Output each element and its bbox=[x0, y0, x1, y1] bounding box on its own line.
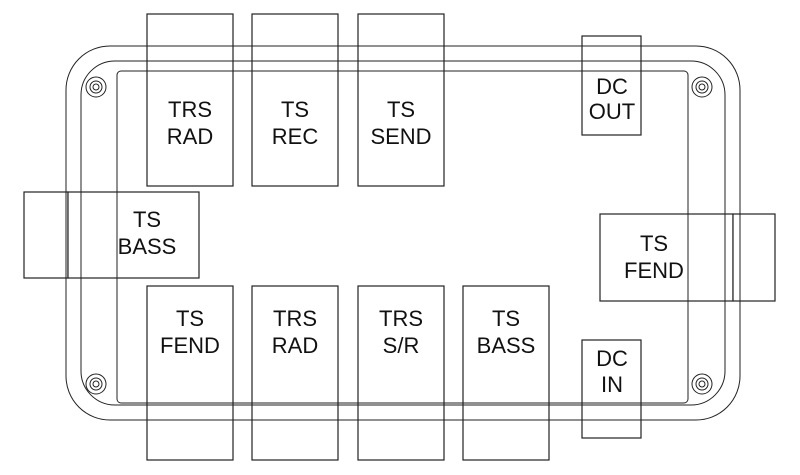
jack-bottom-ts-fend-line1: TS bbox=[176, 306, 204, 331]
jack-bottom-trs-rad-line1: TRS bbox=[273, 306, 317, 331]
jack-right-ts-fend: TS FEND bbox=[599, 213, 776, 302]
jack-bottom-trs-rad: TRS RAD bbox=[251, 285, 339, 461]
screw-top-left bbox=[85, 76, 107, 98]
jack-left-ts-bass: TS BASS bbox=[23, 191, 200, 279]
jack-bottom-ts-bass-line1: TS bbox=[492, 306, 520, 331]
jack-right-ts-fend-line2: FEND bbox=[624, 258, 684, 283]
jack-bottom-ts-bass-line2: BASS bbox=[477, 333, 536, 358]
jack-bottom-trs-sr-line1: TRS bbox=[379, 306, 423, 331]
jack-top-trs-rad: TRS RAD bbox=[146, 13, 234, 187]
screw-bottom-left bbox=[85, 373, 107, 395]
jack-bottom-trs-sr-line2: S/R bbox=[383, 333, 420, 358]
jack-bottom-trs-sr: TRS S/R bbox=[357, 285, 445, 461]
jack-dc-in: DC IN bbox=[581, 339, 642, 439]
screw-bottom-right bbox=[691, 373, 713, 395]
jack-top-ts-send: TS SEND bbox=[357, 13, 445, 187]
jack-left-ts-bass-line2: BASS bbox=[118, 234, 177, 259]
jack-bottom-ts-fend: TS FEND bbox=[146, 285, 234, 461]
jack-top-ts-rec: TS REC bbox=[251, 13, 339, 187]
jack-right-ts-fend-line1: TS bbox=[640, 231, 668, 256]
jack-top-trs-rad-line2: RAD bbox=[167, 124, 213, 149]
jack-top-trs-rad-line1: TRS bbox=[168, 97, 212, 122]
screw-top-right bbox=[691, 76, 713, 98]
jack-dc-in-line2: IN bbox=[601, 372, 623, 397]
jack-bottom-ts-fend-line2: FEND bbox=[160, 333, 220, 358]
jack-top-ts-rec-line1: TS bbox=[281, 97, 309, 122]
jack-top-ts-send-line1: TS bbox=[387, 97, 415, 122]
jack-top-ts-send-line2: SEND bbox=[370, 124, 431, 149]
jack-dc-out-line1: DC bbox=[596, 74, 628, 99]
jack-bottom-trs-rad-line2: RAD bbox=[272, 333, 318, 358]
jack-dc-in-line1: DC bbox=[596, 346, 628, 371]
jack-top-ts-rec-line2: REC bbox=[272, 124, 319, 149]
jack-left-ts-bass-line1: TS bbox=[133, 207, 161, 232]
jack-dc-out-line2: OUT bbox=[589, 99, 635, 124]
jack-bottom-ts-bass: TS BASS bbox=[462, 285, 550, 461]
jack-dc-out: DC OUT bbox=[581, 35, 642, 136]
